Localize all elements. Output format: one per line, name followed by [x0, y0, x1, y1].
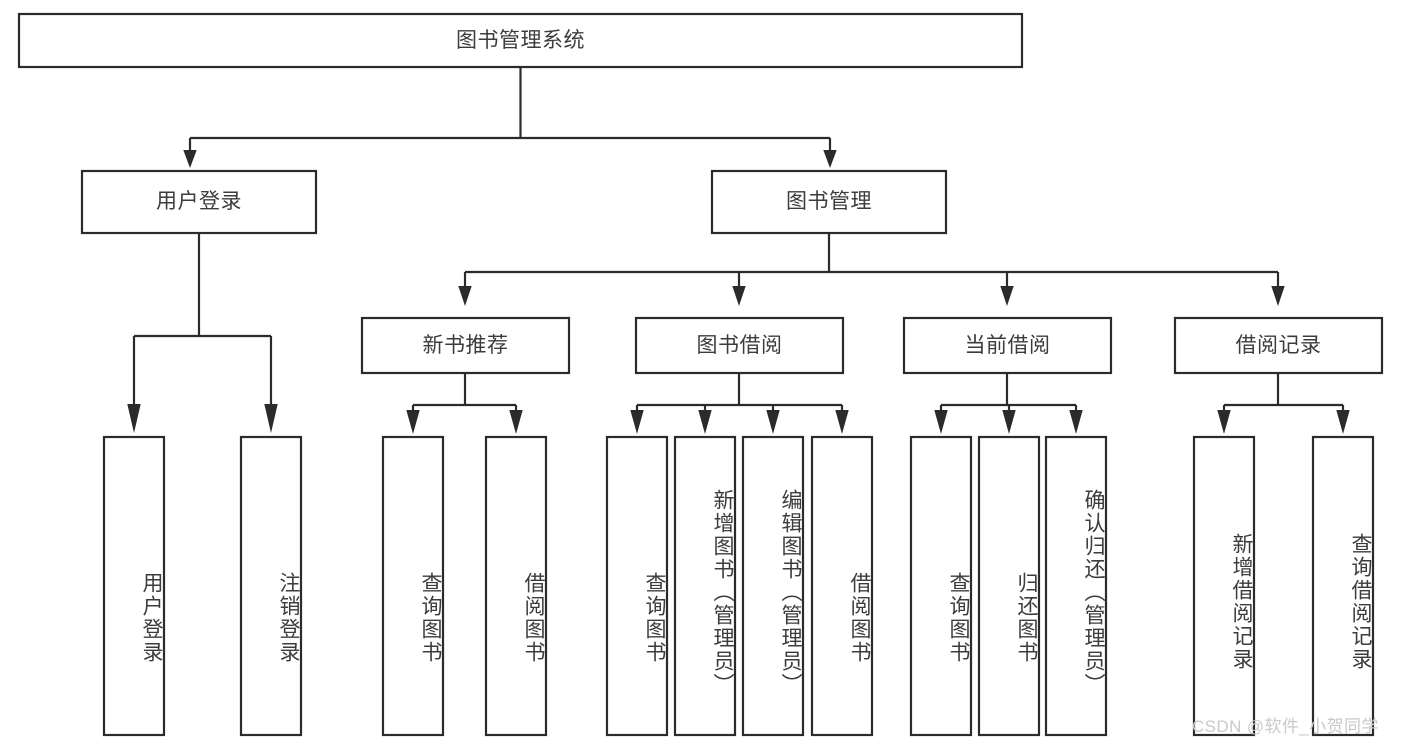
- node-leaf-confirm-return-admin-box[interactable]: [1044, 435, 1108, 737]
- arrowhead-new-book-recommend: [458, 286, 472, 306]
- arrowhead-leaf-query-book-3: [934, 410, 948, 434]
- node-leaf-borrow-book-2-box[interactable]: [810, 435, 874, 737]
- arrowhead-leaf-query-borrow-record: [1336, 410, 1350, 434]
- arrowhead-book-borrow: [732, 286, 746, 306]
- arrowhead-leaf-borrow-book-1: [509, 410, 523, 434]
- node-leaf-add-book-admin-box[interactable]: [673, 435, 737, 737]
- node-book-borrow-box[interactable]: [634, 316, 845, 375]
- node-user-login-box[interactable]: [80, 169, 318, 235]
- csdn-watermark: CSDN @软件_小贺同学: [1192, 717, 1379, 736]
- arrowhead-user-login: [183, 150, 197, 168]
- arrowhead-current-borrow: [1000, 286, 1014, 306]
- arrowhead-leaf-query-book-2: [630, 410, 644, 434]
- arrowhead-borrow-record: [1271, 286, 1285, 306]
- node-leaf-edit-book-admin-box[interactable]: [741, 435, 805, 737]
- arrowhead-leaf-edit-book-admin: [766, 410, 780, 434]
- arrowhead-book-management: [823, 150, 837, 168]
- arrowhead-leaf-return-book: [1002, 410, 1016, 434]
- node-borrow-record-box[interactable]: [1173, 316, 1384, 375]
- node-new-book-recommend-box[interactable]: [360, 316, 571, 375]
- node-current-borrow-box[interactable]: [902, 316, 1113, 375]
- node-leaf-return-book-box[interactable]: [977, 435, 1041, 737]
- node-leaf-borrow-book-1-box[interactable]: [484, 435, 548, 737]
- node-leaf-query-book-3-box[interactable]: [909, 435, 973, 737]
- node-root-box[interactable]: [17, 12, 1024, 69]
- arrowhead-leaf-user-login: [127, 404, 141, 433]
- arrowhead-leaf-borrow-book-2: [835, 410, 849, 434]
- arrowhead-leaf-query-book-1: [406, 410, 420, 434]
- node-leaf-query-book-2-box[interactable]: [605, 435, 669, 737]
- arrowhead-leaf-add-book-admin: [698, 410, 712, 434]
- node-leaf-query-borrow-record-box[interactable]: [1311, 435, 1375, 737]
- arrowhead-leaf-confirm-return-admin: [1069, 410, 1083, 434]
- node-leaf-query-book-1-box[interactable]: [381, 435, 445, 737]
- arrowhead-leaf-add-borrow-record: [1217, 410, 1231, 434]
- node-leaf-logout-login-box[interactable]: [239, 435, 303, 737]
- node-book-management-box[interactable]: [710, 169, 948, 235]
- node-leaf-add-borrow-record-box[interactable]: [1192, 435, 1256, 737]
- node-leaf-user-login-box[interactable]: [102, 435, 166, 737]
- arrowhead-leaf-logout-login: [264, 404, 278, 433]
